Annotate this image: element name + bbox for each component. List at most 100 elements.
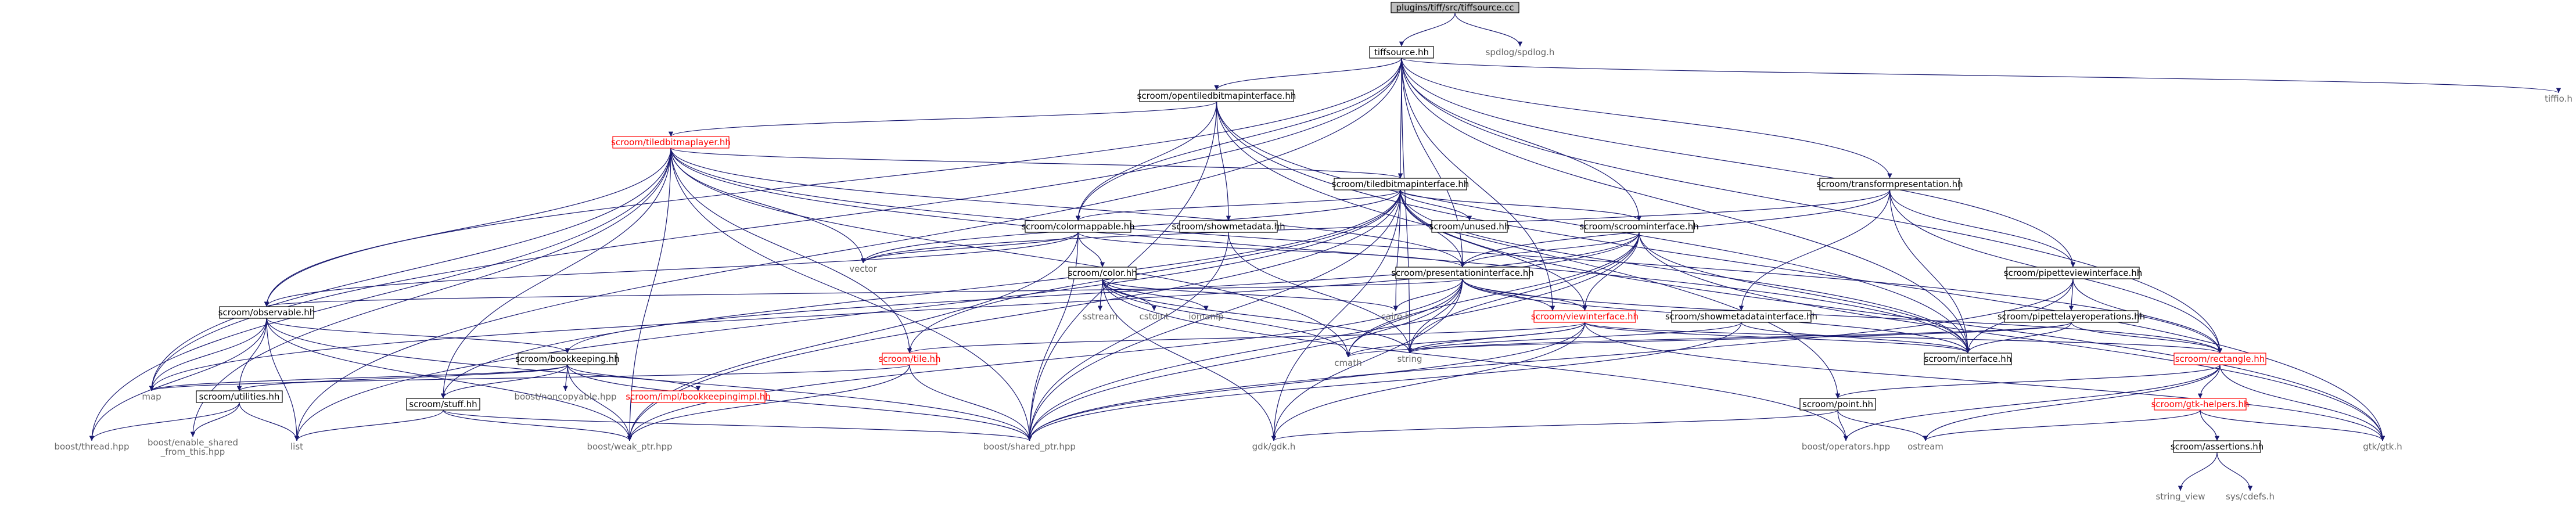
node-colormappable[interactable]: scroom/colormappable.hh — [1021, 220, 1135, 233]
node-showmetadata[interactable]: scroom/showmetadata.hh — [1172, 220, 1285, 233]
node-box — [631, 390, 766, 403]
node-label: _from_this.hpp — [160, 447, 225, 458]
node-label: boost/operators.hpp — [1802, 441, 1890, 452]
edge-gtkhelpers-to-ostream — [1923, 409, 2201, 441]
edge-color-to-operators — [1102, 278, 1849, 441]
edge-viewiface-to-gdk — [1271, 322, 1586, 441]
node-unused[interactable]: scroom/unused.hh — [1429, 220, 1510, 233]
edge-rectangle-to-gtkhelpers — [2197, 364, 2221, 399]
node-label: vector — [849, 264, 877, 274]
node-utilities[interactable]: scroom/utilities.hh — [196, 390, 283, 403]
edge-tiledbitmaplayer-to-tiledbitmapiface — [670, 148, 1403, 179]
edge-presiface-to-string — [1407, 278, 1463, 354]
edge-observable-to-bookkeeping — [266, 318, 570, 354]
node-color[interactable]: scroom/color.hh — [1068, 267, 1137, 279]
edge-presiface-to-viewiface — [1462, 278, 1587, 311]
edge-viewiface-to-gtk — [1584, 322, 2385, 441]
edge-transformpres-to-iface — [1889, 189, 1971, 354]
edge-opentiled-to-gtk — [1216, 101, 2385, 441]
node-stuff[interactable]: scroom/stuff.hh — [406, 398, 480, 411]
edge-pipettelayer-to-cmath — [1346, 322, 2072, 358]
node-sharedptr: boost/shared_ptr.hpp — [983, 441, 1076, 452]
node-scroominterface[interactable]: scroom/scroominterface.hh — [1579, 220, 1699, 233]
node-label: gtk/gtk.h — [2363, 441, 2402, 452]
node-spdlog: spdlog/spdlog.h — [1486, 47, 1555, 57]
edge-viewiface-to-sharedptr — [1027, 322, 1586, 441]
edge-viewiface-to-iface — [1584, 322, 1970, 354]
node-point[interactable]: scroom/point.hh — [1799, 398, 1876, 411]
edge-viewiface-to-rectangle — [1584, 322, 2222, 354]
node-tiledbitmapiface[interactable]: scroom/tiledbitmapinterface.hh — [1332, 178, 1469, 190]
edge-tiledbitmaplayer-to-map — [149, 148, 671, 391]
node-label: scroom/gtk-helpers.hh — [2151, 399, 2250, 409]
node-tiledbitmaplayer[interactable]: scroom/tiledbitmaplayer.hh — [611, 136, 731, 149]
node-label: scroom/colormappable.hh — [1021, 221, 1134, 232]
edge-scroominterface-to-iface — [1639, 232, 1971, 354]
node-cmath: cmath — [1334, 358, 1361, 368]
node-string: string — [1397, 354, 1422, 364]
node-bookimpl[interactable]: scroom/impl/bookkeepingimpl.hh — [626, 390, 771, 403]
node-tiffsource_hh[interactable]: tiffsource.hh — [1369, 46, 1434, 59]
edge-scroominterface-to-presiface — [1460, 232, 1640, 268]
edge-stuff-to-sharedptr — [443, 409, 1032, 441]
node-label: scroom/interface.hh — [1924, 354, 2012, 364]
edge-bookkeeping-to-bookimpl — [567, 364, 701, 391]
node-label: iomanip — [1188, 311, 1223, 322]
node-label: scroom/utilities.hh — [199, 391, 280, 402]
edge-tiledbitmaplayer-to-sharedptr — [670, 148, 1032, 441]
edge-stuff-to-list — [294, 409, 444, 441]
node-tile[interactable]: scroom/tile.hh — [878, 353, 941, 365]
node-rectangle[interactable]: scroom/rectangle.hh — [2173, 353, 2266, 365]
edge-opentiled-to-colormappable — [1075, 101, 1217, 221]
node-viewiface[interactable]: scroom/viewinterface.hh — [1531, 310, 1639, 323]
node-box — [518, 353, 617, 365]
node-root[interactable]: plugins/tiff/src/tiffsource.cc — [1391, 2, 1519, 13]
node-label: boost/thread.hpp — [54, 441, 129, 452]
node-transformpres[interactable]: scroom/transformpresentation.hh — [1816, 178, 1963, 190]
edge-pipettelayer-to-rectangle — [2071, 322, 2223, 354]
edge-tiledbitmapiface-to-gdk — [1271, 189, 1401, 441]
edge-presiface-to-observable — [264, 278, 1463, 307]
node-label: cstdint — [1139, 311, 1169, 322]
node-pipetteview[interactable]: scroom/pipetteviewinterface.hh — [2004, 267, 2143, 279]
node-pipettelayer[interactable]: scroom/pipettelayeroperations.hh — [1997, 310, 2145, 323]
node-label: scroom/viewinterface.hh — [1531, 311, 1639, 322]
edge-presiface-to-sharedptr — [1027, 278, 1463, 441]
node-noncopyable: boost/noncopyable.hpp — [514, 391, 616, 402]
node-label: scroom/observable.hh — [218, 307, 315, 318]
node-box — [2173, 440, 2261, 453]
edge-showmetaiface-to-string — [1407, 322, 1742, 354]
edge-bookkeeping-to-stuff — [440, 364, 568, 399]
edge-viewiface-to-cmath — [1345, 322, 1586, 358]
node-iomanip: iomanip — [1188, 311, 1223, 322]
edge-pipettelayer-to-iface — [1965, 322, 2072, 354]
node-showmetaiface[interactable]: scroom/showmetadatainterface.hh — [1665, 310, 1817, 323]
edge-pipetteview-to-rectangle — [2072, 278, 2223, 354]
node-iface[interactable]: scroom/interface.hh — [1924, 353, 2012, 365]
edge-tile-to-sharedptr — [909, 364, 1032, 441]
node-sstream: sstream — [1083, 311, 1118, 322]
node-box — [1179, 220, 1278, 233]
edge-colormappable-to-color — [1077, 232, 1105, 268]
node-gtkhelpers[interactable]: scroom/gtk-helpers.hh — [2151, 398, 2250, 411]
node-observable[interactable]: scroom/observable.hh — [218, 306, 315, 319]
node-presiface[interactable]: scroom/presentationinterface.hh — [1391, 267, 1534, 279]
node-syscdefs: sys/cdefs.h — [2226, 491, 2275, 502]
node-box — [1431, 220, 1508, 233]
node-box — [1395, 267, 1530, 279]
node-gtk: gtk/gtk.h — [2363, 441, 2402, 452]
edge-scroominterface-to-bookkeeping — [565, 232, 1640, 354]
edge-tiledbitmaplayer-to-weakptr — [627, 148, 671, 441]
edge-root-to-spdlog — [1454, 12, 1523, 47]
node-opentiled[interactable]: scroom/opentiledbitmapinterface.hh — [1137, 89, 1296, 102]
node-bookkeeping[interactable]: scroom/bookkeeping.hh — [515, 353, 620, 365]
node-assertions[interactable]: scroom/assertions.hh — [2171, 440, 2264, 453]
edge-utilities-to-list — [239, 402, 300, 441]
edge-tiledbitmapiface-to-sharedptr — [1027, 189, 1401, 441]
node-label: boost/shared_ptr.hpp — [983, 441, 1076, 452]
node-boostthread: boost/thread.hpp — [54, 441, 129, 452]
edge-color-to-gdk — [1102, 278, 1277, 441]
edge-scroominterface-to-cmath — [1345, 232, 1640, 358]
edge-pipettelayer-to-string — [1407, 322, 2072, 354]
